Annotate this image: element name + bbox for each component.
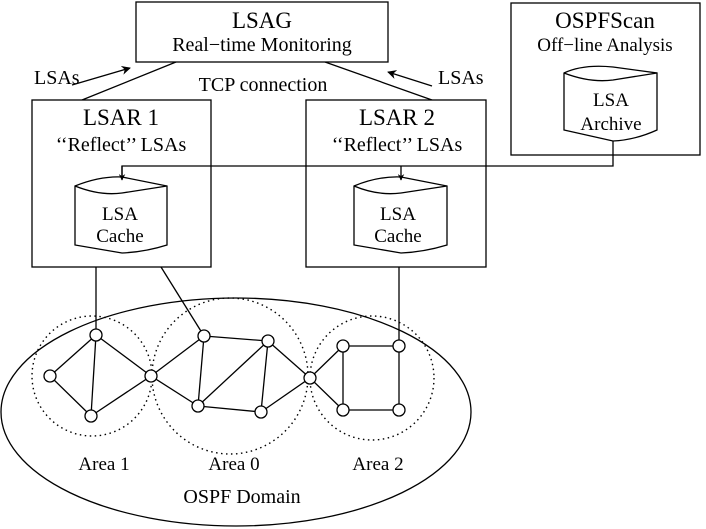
ospfscan-box: OSPFScan Off−line Analysis LSA Archive [510, 2, 701, 156]
lsar2-cache-line1: LSA [380, 204, 416, 225]
tcp-connection-label: TCP connection [199, 74, 328, 96]
lsa-archive-line2: Archive [580, 114, 641, 135]
network-links [49, 334, 400, 417]
router-node [43, 369, 57, 383]
router-node [392, 403, 406, 417]
lsa-flow-arrow-left [71, 65, 131, 86]
ospfscan-title: OSPFScan [555, 8, 655, 33]
tcp-link-lsar2 [324, 61, 433, 101]
lsar1-lsa-cache-cylinder [74, 176, 168, 254]
router-node [392, 339, 406, 353]
lsar1-subtitle: ‘‘Reflect’’ LSAs [56, 134, 187, 156]
lsag-box: LSAG Real−time Monitoring [135, 1, 389, 63]
router-node [336, 403, 350, 417]
lsag-subtitle: Real−time Monitoring [172, 34, 352, 56]
router-node [336, 339, 350, 353]
lsar1-title: LSAR 1 [83, 105, 159, 130]
lsas-label-right: LSAs [438, 67, 484, 89]
router-node [197, 329, 211, 343]
lsar1-tap-link-area0 [160, 266, 205, 337]
lsar2-subtitle: ‘‘Reflect’’ LSAs [332, 134, 463, 156]
area0-label: Area 0 [208, 454, 259, 475]
lsa-archive-line1: LSA [593, 90, 629, 111]
lsar2-box: LSAR 2 ‘‘Reflect’’ LSAs LSA Cache [305, 99, 487, 268]
area-border-router-node [144, 369, 158, 383]
lsar1-box: LSAR 1 ‘‘Reflect’’ LSAs LSA Cache [31, 99, 212, 268]
routers [43, 328, 406, 423]
lsar2-lsa-cache-cylinder [353, 176, 448, 254]
router-node [84, 409, 98, 423]
lsar2-title: LSAR 2 [359, 105, 435, 130]
lsag-title: LSAG [232, 8, 292, 33]
ospf-domain-label: OSPF Domain [183, 486, 300, 508]
router-node [261, 334, 275, 348]
router-node [254, 405, 268, 419]
ospf-domain-boundary [0, 297, 472, 527]
lsa-flow-arrow-right [387, 70, 433, 87]
lsas-label-left: LSAs [34, 67, 80, 89]
lsa-archive-cylinder [563, 65, 658, 142]
lsar2-cache-line2: Cache [374, 226, 421, 247]
lsar1-cache-line1: LSA [102, 204, 138, 225]
router-node [191, 399, 205, 413]
ospfscan-subtitle: Off−line Analysis [537, 35, 672, 56]
tcp-link-lsar1 [81, 61, 177, 101]
area2-boundary [309, 315, 435, 441]
area-border-router-node [303, 371, 317, 385]
lsar1-cache-line2: Cache [96, 226, 143, 247]
router-node [89, 328, 103, 342]
area1-label: Area 1 [78, 454, 129, 475]
area2-label: Area 2 [352, 454, 403, 475]
